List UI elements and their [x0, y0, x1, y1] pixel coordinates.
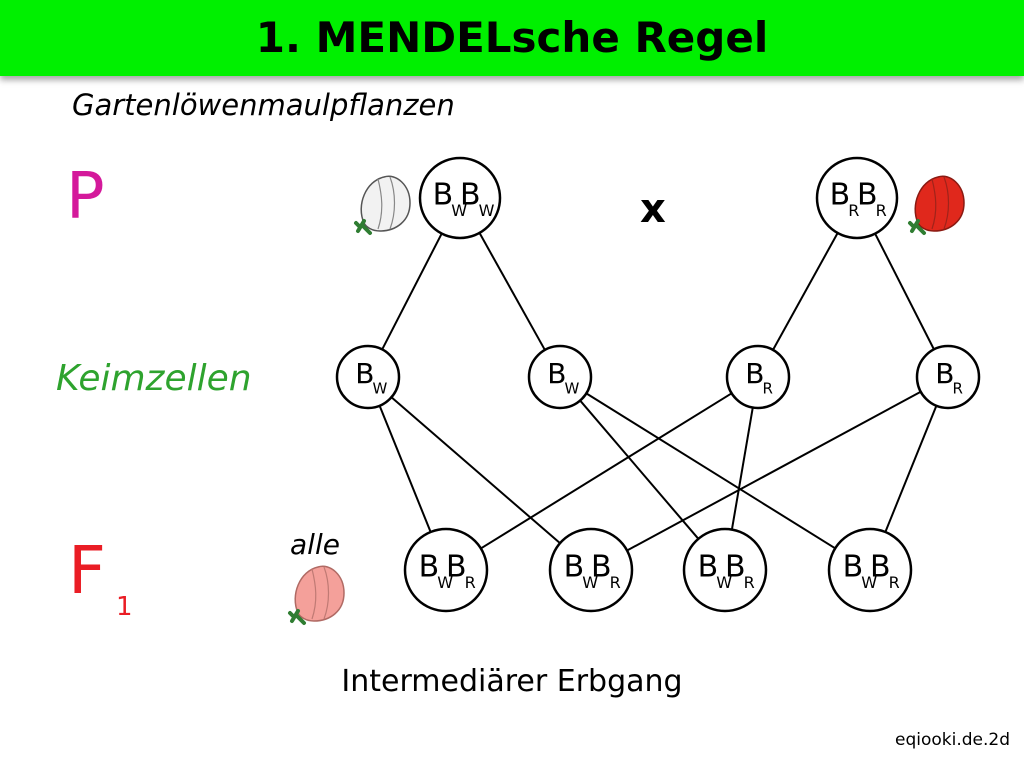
row-label-gametes: Keimzellen [56, 358, 252, 399]
gene-letter: B [830, 178, 851, 213]
red-snapdragon-icon [908, 175, 965, 235]
node-circle [335, 344, 401, 410]
allele-subscript: R [763, 380, 773, 398]
node-gamete_r1: BR [725, 344, 791, 410]
edge-gamete_r1-f1_1 [480, 392, 733, 550]
gene-letter: B [419, 550, 440, 585]
edge-parent_red-gamete_r2 [874, 233, 935, 350]
allele-subscript: R [889, 573, 900, 592]
gene-letter: B [698, 550, 719, 585]
node-gamete_r2: BR [915, 344, 981, 410]
caption-text: Intermediärer Erbgang [341, 664, 683, 699]
row-label-f1: F [68, 532, 106, 609]
allele-subscript: W [451, 201, 467, 220]
node-circle [815, 156, 899, 240]
gene-letter: B [745, 357, 764, 390]
gene-letter: B [564, 550, 585, 585]
node-circle [915, 344, 981, 410]
node-circle [725, 344, 791, 410]
row-label-f1-subscript: 1 [116, 592, 133, 622]
title-bar [0, 0, 1024, 76]
edge-gamete_r1-f1_3 [730, 407, 754, 530]
allele-subscript: W [861, 573, 877, 592]
allele-subscript: W [373, 380, 388, 398]
allele-subscript: R [610, 573, 621, 592]
edges-layer [378, 232, 938, 552]
edge-gamete_w2-f1_4 [585, 392, 836, 550]
allele-subscript: W [565, 380, 580, 398]
allele-subscript: W [479, 201, 495, 220]
row-label-parents: P [66, 160, 105, 234]
white-snapdragon-icon [354, 175, 411, 235]
gene-letter: B [446, 550, 467, 585]
gene-letter: B [433, 178, 454, 213]
allele-subscript: R [953, 380, 963, 398]
edge-gamete_w2-f1_3 [579, 399, 700, 540]
allele-subscript: R [848, 201, 859, 220]
allele-subscript: R [465, 573, 476, 592]
gene-letter: B [843, 550, 864, 585]
allele-subscript: R [876, 201, 887, 220]
node-gamete_w2: BW [527, 344, 593, 410]
edge-gamete_w1-f1_1 [378, 405, 432, 533]
gene-letter: B [857, 178, 878, 213]
gene-letter: B [725, 550, 746, 585]
node-circle [527, 344, 593, 410]
node-circle [403, 527, 489, 613]
edge-gamete_w1-f1_2 [390, 396, 561, 544]
gene-letter: B [935, 357, 954, 390]
gene-letter: B [547, 357, 566, 390]
edge-parent_white-gamete_w2 [478, 232, 546, 351]
edge-gamete_r2-f1_2 [626, 390, 922, 552]
allele-subscript: W [437, 573, 453, 592]
gene-letter: B [870, 550, 891, 585]
allele-subscript: W [582, 573, 598, 592]
pink-snapdragon-icon [288, 565, 345, 625]
gene-letter: B [591, 550, 612, 585]
allele-subscript: R [744, 573, 755, 592]
edge-gamete_r2-f1_4 [884, 405, 938, 533]
edge-parent_white-gamete_w1 [381, 233, 443, 350]
slide-subtitle: Gartenlöwenmaulpflanzen [72, 88, 455, 122]
edge-parent_red-gamete_r1 [772, 232, 839, 351]
caption: Intermediärer Erbgang [0, 664, 1024, 699]
slide-title: 1. MENDELsche Regel [255, 13, 769, 62]
node-circle [827, 527, 913, 613]
node-circle [682, 527, 768, 613]
gene-letter: B [460, 178, 481, 213]
node-circle [418, 156, 502, 240]
source-credit: eqiooki.de.2d [894, 730, 1010, 750]
node-gamete_w1: BW [335, 344, 401, 410]
allele-subscript: W [716, 573, 732, 592]
node-circle [548, 527, 634, 613]
cross-symbol: x [640, 186, 666, 232]
gene-letter: B [355, 357, 374, 390]
f1-note: alle [290, 528, 340, 561]
